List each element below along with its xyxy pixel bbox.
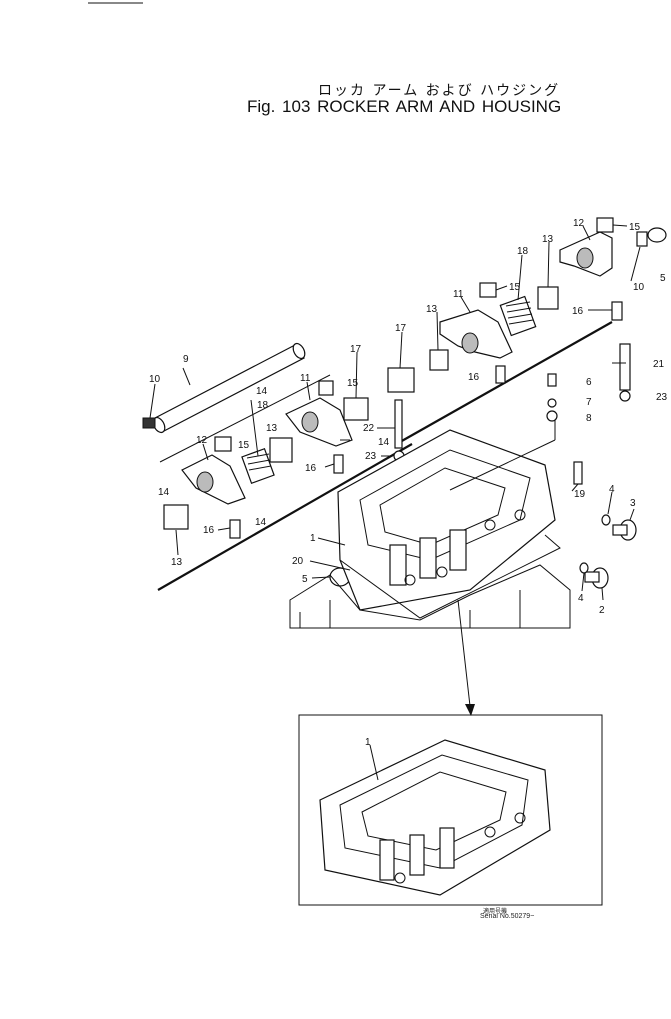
callout-12: 12 <box>196 435 208 446</box>
screw-a <box>611 301 623 321</box>
nut-c <box>318 380 334 396</box>
callout-13: 13 <box>542 234 554 245</box>
spacer-c <box>387 367 415 393</box>
callout-16: 16 <box>203 525 215 536</box>
washer-7 <box>547 398 557 408</box>
callout-13: 13 <box>266 423 278 434</box>
callout-7: 7 <box>586 397 592 408</box>
callout-15: 15 <box>238 440 250 451</box>
spring-upper <box>499 295 537 337</box>
rocker-shaft <box>152 342 306 434</box>
callout-14: 14 <box>256 386 268 397</box>
screw-d <box>229 519 241 539</box>
callout-4: 4 <box>578 593 584 604</box>
callout-14: 14 <box>255 517 267 528</box>
gasket-4b <box>579 562 589 574</box>
serial-number: Serial No.50279~ <box>480 913 535 920</box>
callout-9: 9 <box>183 354 189 365</box>
washer-23a <box>619 390 631 402</box>
shaft-plug <box>142 417 156 429</box>
rocker-arm-lower-left <box>181 454 246 505</box>
callout-16: 16 <box>572 306 584 317</box>
spacer-d <box>343 397 369 421</box>
callout-2: 2 <box>599 605 605 616</box>
gasket-4a <box>601 514 611 526</box>
gasket-outline <box>339 534 561 619</box>
callout-11: 11 <box>453 289 464 300</box>
detail-arrow-head <box>465 704 475 716</box>
nut-d <box>214 436 232 452</box>
callout-19: 19 <box>574 489 586 500</box>
cap-a <box>647 227 667 243</box>
bolt-6 <box>547 373 557 387</box>
rocker-arm-upper-right <box>559 231 613 277</box>
spacer-b <box>429 349 449 371</box>
screw-b <box>495 365 506 384</box>
diagram-title-japanese: ロッカ アーム および ハウジング <box>318 83 561 99</box>
callout-17: 17 <box>395 323 407 334</box>
callout-16: 16 <box>305 463 317 474</box>
callout-17: 17 <box>350 344 362 355</box>
callout-18: 18 <box>257 400 269 411</box>
callout-13: 13 <box>426 304 438 315</box>
pin-19 <box>573 461 583 485</box>
callout-18: 18 <box>517 246 529 257</box>
callout-8: 8 <box>586 413 592 424</box>
callout-15: 15 <box>509 282 521 293</box>
rocker-arm-upper-middle <box>439 309 513 359</box>
callout-1: 1 <box>310 533 316 544</box>
bolt-21 <box>619 343 631 391</box>
leader-lines <box>149 224 641 781</box>
bolt-22 <box>394 399 403 449</box>
diagram-title: Fig. 103 ROCKER ARM AND HOUSING <box>247 97 562 116</box>
callout-22: 22 <box>363 423 375 434</box>
detail-view-box <box>298 714 603 906</box>
detail-arrow-shaft <box>457 599 471 707</box>
callout-15: 15 <box>629 222 641 233</box>
guide-line-upper <box>399 321 613 443</box>
spacer-f <box>163 504 189 530</box>
rocker-arm-lower-middle <box>285 397 353 447</box>
callout-14: 14 <box>378 437 390 448</box>
serial-label-japanese: 適用号機 <box>483 908 508 915</box>
callout-10: 10 <box>149 374 161 385</box>
nut-a <box>596 217 614 233</box>
callout-5: 5 <box>660 273 666 284</box>
guide-line-lower <box>157 443 413 591</box>
callout-13: 13 <box>171 557 183 568</box>
callout-23: 23 <box>365 451 377 462</box>
spacer-e <box>269 437 293 463</box>
screw-c <box>333 454 344 474</box>
callout-11: 11 <box>300 373 311 384</box>
callout-20: 20 <box>292 556 304 567</box>
spacer-a <box>537 286 559 310</box>
spring-lower <box>241 447 275 485</box>
nut-b <box>479 282 497 298</box>
callout-5: 5 <box>302 574 308 585</box>
housing-detail <box>319 739 551 896</box>
callout-15: 15 <box>347 378 359 389</box>
guide-line-left <box>159 374 331 463</box>
callout-10: 10 <box>633 282 645 293</box>
callout-21: 21 <box>653 359 665 370</box>
callout-23: 23 <box>656 392 668 403</box>
callout-6: 6 <box>586 377 592 388</box>
washer-8 <box>546 410 558 422</box>
callout-14: 14 <box>158 487 170 498</box>
engine-block <box>289 564 571 629</box>
callout-16: 16 <box>468 372 480 383</box>
callout-1: 1 <box>365 737 371 748</box>
callout-3: 3 <box>630 498 636 509</box>
callout-4: 4 <box>609 484 615 495</box>
callout-12: 12 <box>573 218 585 229</box>
bolt-a <box>636 231 648 247</box>
